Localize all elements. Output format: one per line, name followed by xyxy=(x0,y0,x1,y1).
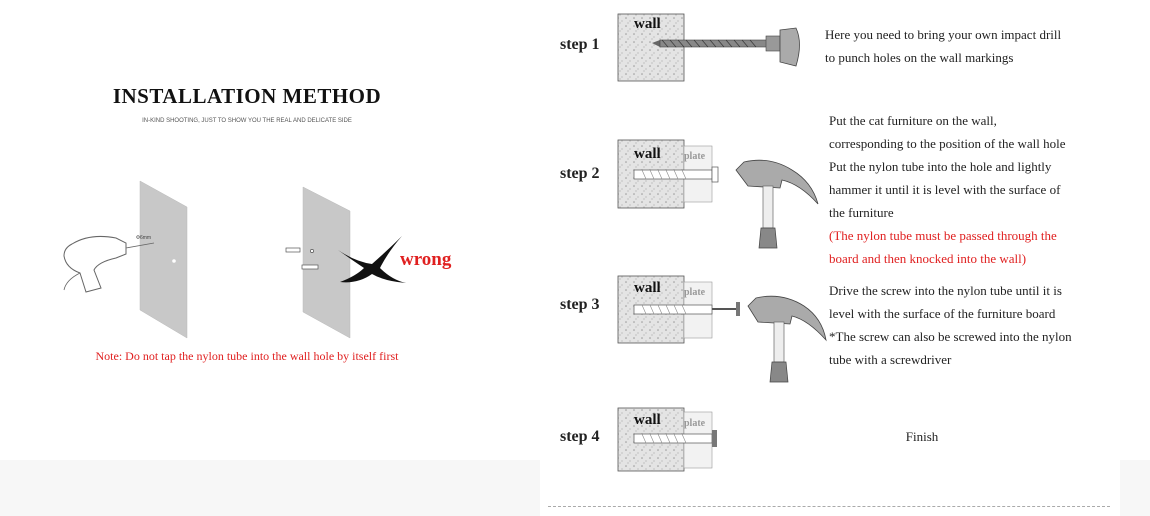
step-2-description: Put the cat furniture on the wall, corre… xyxy=(829,109,1089,270)
electric-drill-icon xyxy=(63,236,155,293)
step-2-line: hammer it until it is level with the sur… xyxy=(829,182,1061,197)
wall-label-step3: wall xyxy=(634,280,661,296)
step-3-line: tube with a screwdriver xyxy=(829,352,952,367)
wall-board-wrong-icon xyxy=(302,186,351,339)
installation-subtitle: IN-KIND SHOOTING, JUST TO SHOW YOU THE R… xyxy=(142,118,352,124)
hammer-step3-icon xyxy=(747,295,827,383)
step-3-description: Drive the screw into the nylon tube unti… xyxy=(829,279,1089,371)
step-1-label: step 1 xyxy=(560,36,600,53)
step-2-warning: (The nylon tube must be passed through t… xyxy=(829,228,1057,243)
step-3-line: *The screw can also be screwed into the … xyxy=(829,329,1072,344)
wall-label-step4: wall xyxy=(634,412,661,428)
wall-label-step2: wall xyxy=(634,146,661,162)
installed-screw-step4-icon xyxy=(633,430,717,447)
step-2-warning: board and then knocked into the wall) xyxy=(829,251,1027,266)
nylon-tubes-icon xyxy=(285,247,319,270)
step-2-line: Put the cat furniture on the wall, xyxy=(829,113,997,128)
step-2-line: Put the nylon tube into the hole and lig… xyxy=(829,159,1052,174)
drill-bit-icon xyxy=(652,27,800,67)
bottom-band-right xyxy=(1120,460,1150,516)
plate-label-step4: plate xyxy=(684,418,706,429)
screw-step3-icon xyxy=(633,302,740,316)
dashed-divider xyxy=(548,506,1110,507)
step-3-label: step 3 xyxy=(560,296,600,313)
step-2-line: corresponding to the position of the wal… xyxy=(829,136,1066,151)
wall-label-step1: wall xyxy=(634,16,661,32)
bottom-band xyxy=(0,460,540,516)
left-panel xyxy=(0,0,540,516)
wall-board-icon xyxy=(139,180,188,339)
step-3-line: level with the surface of the furniture … xyxy=(829,306,1056,321)
wrong-label: wrong xyxy=(400,249,452,270)
step-1-line: Here you need to bring your own impact d… xyxy=(825,27,1062,42)
plate-label-step2: plate xyxy=(684,151,706,162)
drill-dimension-label: Φ6mm xyxy=(136,235,152,241)
step-2-label: step 2 xyxy=(560,165,600,182)
step-4-description: Finish xyxy=(905,429,939,444)
wall-hole-icon xyxy=(172,259,176,263)
step-3-line: Drive the screw into the nylon tube unti… xyxy=(829,283,1062,298)
nylon-tube-step2-icon xyxy=(633,166,719,183)
wall-block-step1-icon xyxy=(617,13,685,82)
installation-illustration xyxy=(63,180,406,339)
step-1-description: Here you need to bring your own impact d… xyxy=(825,23,1085,69)
installation-title: INSTALLATION METHOD xyxy=(112,84,382,108)
installation-note: Note: Do not tap the nylon tube into the… xyxy=(95,349,399,363)
plate-label-step3: plate xyxy=(684,287,706,298)
step-1-line: to punch holes on the wall markings xyxy=(825,50,1014,65)
step-2-line: the furniture xyxy=(829,205,894,220)
wrong-x-icon xyxy=(338,236,406,283)
hammer-step2-icon xyxy=(735,159,819,249)
step-4-label: step 4 xyxy=(560,428,600,445)
